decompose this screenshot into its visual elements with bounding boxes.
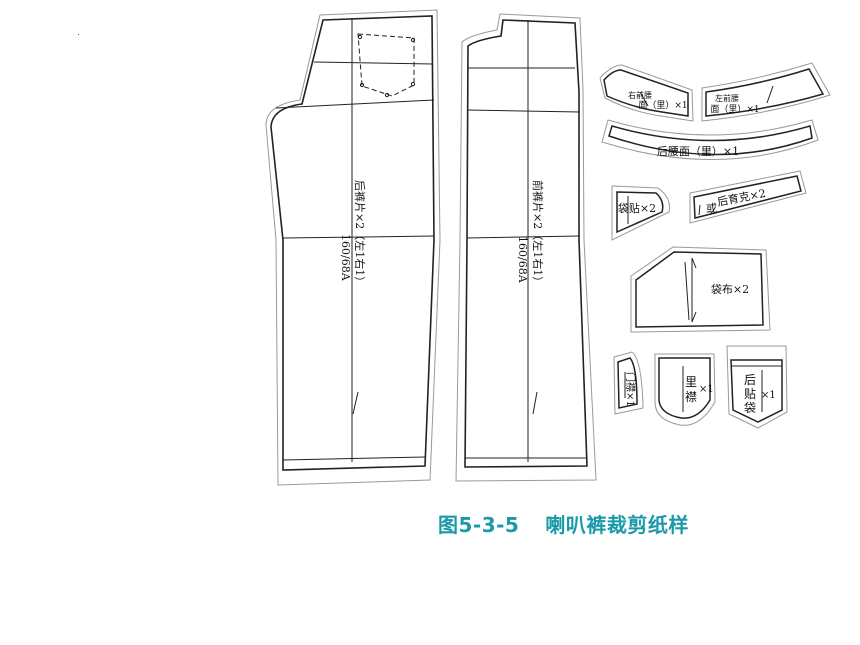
pocket-bag-label: 袋布×2 [711,282,749,296]
fly-lining-label-suffix: ×1 [699,384,714,395]
fly-piece [613,351,644,415]
left-front-waistband-label-2: 面（里）×1 [710,104,759,115]
pocket-bag-piece [630,246,771,333]
fly-label: 门襟×1 [624,372,637,407]
figure-number: 图5-3-5 [438,513,520,537]
back-patch-pocket-label-2: 贴 [744,387,756,401]
pocket-facing-label: 袋贴×2 [618,201,656,215]
right-front-waistband-label-1: 右前腰 [628,90,652,100]
back-leg-piece [265,9,441,486]
back-yoke-piece [689,170,807,224]
back-waistband-label: 后腰面（里）×1 [657,145,739,158]
figure-title: 喇叭裤裁剪纸样 [545,513,689,537]
fly-lining-label-1: 里 [685,375,697,389]
front-leg-label: 前裤片×2（左1右1） [531,180,545,287]
fly-lining-piece [654,353,716,426]
back-leg-size: 160/68A [339,234,352,282]
back-patch-pocket-label-1: 后 [744,373,756,387]
left-front-waistband-label-1: 左前腰 [715,93,739,103]
front-leg-piece [455,13,597,482]
back-waistband-piece [601,119,819,160]
right-front-waistband-piece [599,64,694,122]
pocket-facing-piece [611,185,670,241]
back-patch-pocket-label-suffix: ×1 [761,390,776,401]
right-front-waistband-label-2: 面（里）×1 [638,100,687,111]
back-patch-pocket-label-3: 袋 [744,401,756,415]
stray-dot [78,34,79,35]
back-yoke-extra: 或 [706,202,717,215]
front-leg-size: 160/68A [516,236,529,284]
left-front-waistband-piece [701,62,831,122]
back-patch-pocket-piece [726,345,788,429]
fly-lining-label-2: 襟 [685,389,697,404]
back-leg-label: 后裤片×2（左1右1） [353,180,367,287]
figure-caption: 图5-3-5 喇叭裤裁剪纸样 [438,509,689,538]
